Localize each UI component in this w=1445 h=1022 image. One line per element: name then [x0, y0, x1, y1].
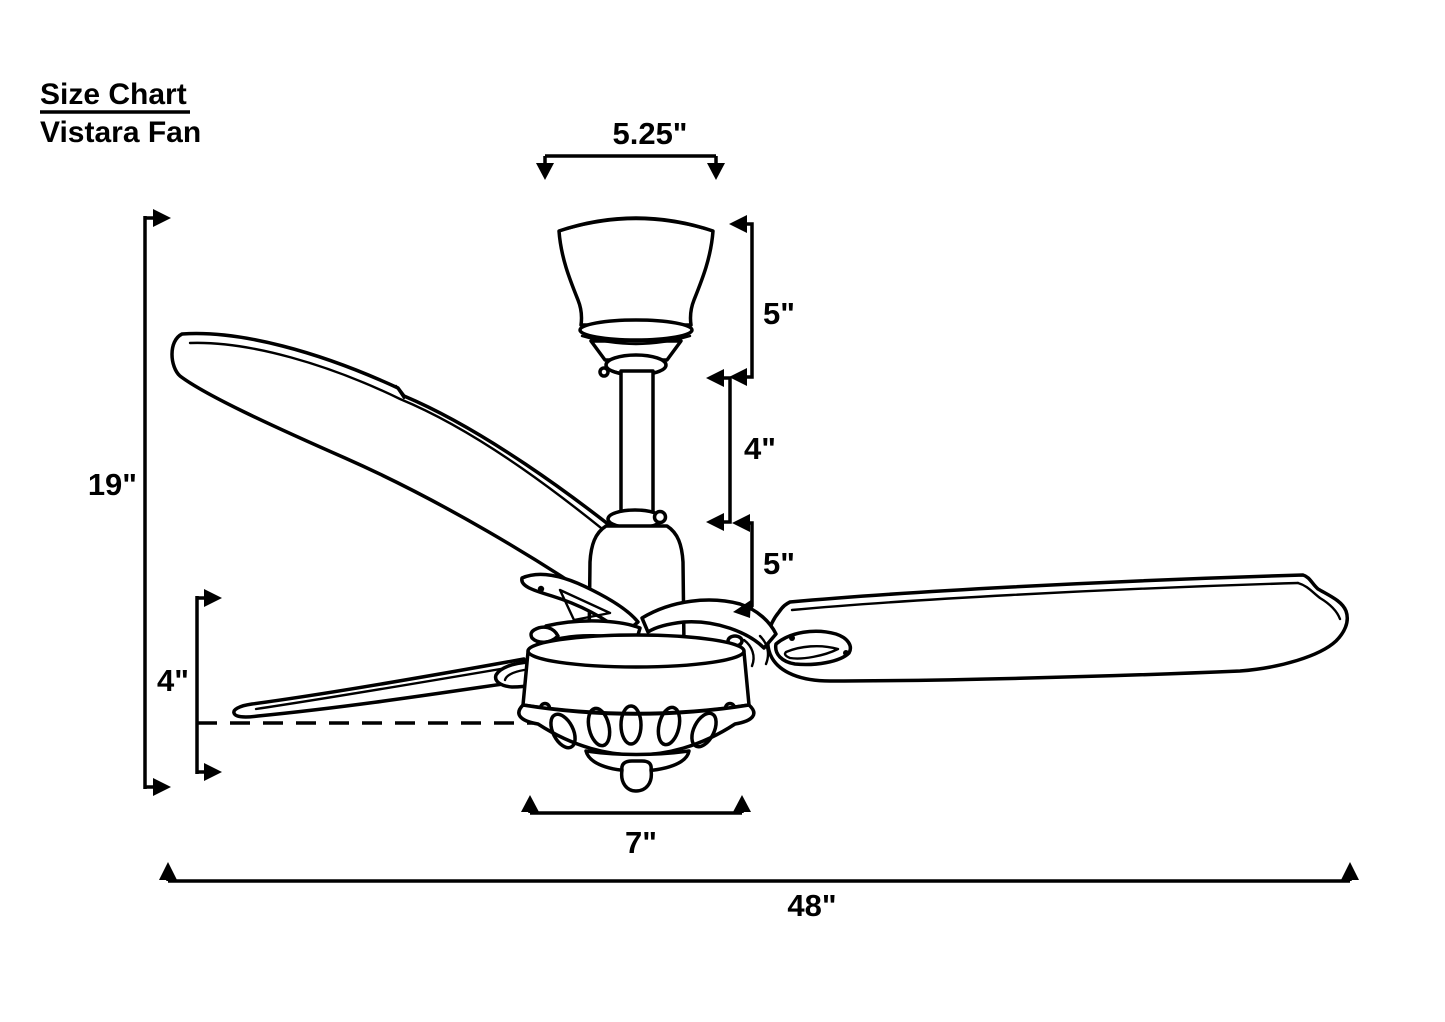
- arrow-up-icon: [1341, 862, 1359, 880]
- vented-skirt: [517, 701, 756, 757]
- arrow-down-icon: [707, 163, 725, 180]
- canopy: [557, 216, 715, 378]
- arrow-right-icon: [153, 209, 171, 227]
- dim-canopy-height-label: 5": [763, 296, 795, 331]
- arrow-up-icon: [521, 795, 539, 812]
- dim-motor-upper-height-label: 5": [763, 546, 795, 581]
- arrow-up-icon: [733, 795, 751, 812]
- dim-overall-width: 48": [159, 862, 1359, 923]
- dim-motor-width-label: 7": [625, 825, 657, 860]
- title-block: Size Chart Vistara Fan: [40, 78, 201, 149]
- arrow-up-icon: [159, 862, 177, 880]
- dim-canopy-height: 5": [729, 215, 795, 386]
- dim-downrod-length: 4": [706, 369, 776, 531]
- dim-lower-clearance-label: 4": [157, 663, 189, 698]
- page-title: Size Chart: [40, 78, 187, 111]
- fan-drawing: [170, 216, 1349, 793]
- arrow-right-icon: [204, 589, 222, 607]
- arrow-left-icon: [729, 215, 747, 233]
- fan-blade-upper-left: [170, 331, 658, 614]
- downrod: [606, 369, 668, 530]
- dim-motor-width: 7": [521, 795, 751, 860]
- page-subtitle: Vistara Fan: [40, 116, 201, 149]
- dim-overall-width-label: 48": [787, 888, 836, 923]
- dim-downrod-length-label: 4": [744, 431, 776, 466]
- vent-slots: [549, 704, 718, 750]
- arrow-left-icon: [706, 513, 724, 531]
- dim-canopy-width-label: 5.25": [612, 116, 687, 151]
- fan-blade-left: [232, 657, 526, 719]
- dim-lower-clearance: 4": [157, 589, 222, 781]
- arrow-down-icon: [536, 163, 554, 180]
- fan-blade-right: [766, 573, 1349, 683]
- dim-motor-upper-height: 5": [732, 514, 795, 618]
- dim-overall-height-label: 19": [88, 467, 137, 502]
- canopy-rim: [578, 318, 694, 342]
- arrow-right-icon: [204, 763, 222, 781]
- arrow-right-icon: [153, 778, 171, 796]
- motor-housing: [521, 633, 751, 716]
- arrow-down-left-icon: [733, 600, 751, 618]
- arrow-left-icon: [706, 369, 724, 387]
- arrow-left-icon: [732, 514, 750, 532]
- finial: [619, 759, 654, 793]
- arrow-left-icon: [729, 368, 747, 386]
- dim-overall-height: 19": [88, 209, 171, 796]
- dim-canopy-width: 5.25": [536, 116, 725, 180]
